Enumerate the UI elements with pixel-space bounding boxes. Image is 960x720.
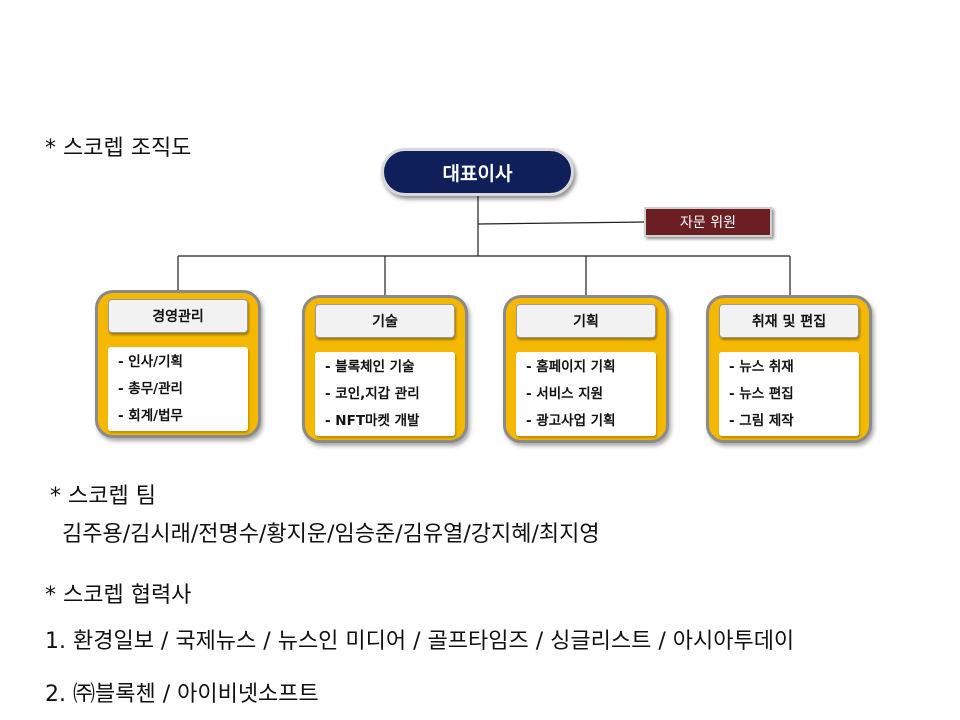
- department-duty: - 광고사업 기획: [526, 413, 616, 429]
- department-card-editorial: 취재 및 편집 - 뉴스 취재 - 뉴스 편집 - 그림 제작: [706, 295, 872, 443]
- department-duty: - 블록체인 기술: [325, 359, 415, 375]
- department-duty-list: - 뉴스 취재 - 뉴스 편집 - 그림 제작: [719, 352, 859, 436]
- department-duty-list: - 인사/기획 - 총무/관리 - 회계/법무: [108, 347, 248, 431]
- department-title: 기술: [315, 304, 455, 338]
- department-duty-list: - 블록체인 기술 - 코인,지갑 관리 - NFT마켓 개발: [315, 352, 455, 436]
- org-chart-heading: * 스코렙 조직도: [45, 136, 192, 161]
- ceo-box: 대표이사: [381, 148, 574, 196]
- department-duty: - NFT마켓 개발: [325, 413, 420, 429]
- department-title: 취재 및 편집: [719, 304, 859, 338]
- department-card-planning: 기획 - 홈페이지 기획 - 서비스 지원 - 광고사업 기획: [503, 295, 669, 443]
- partners-heading: * 스코렙 협력사: [45, 583, 192, 608]
- partners-line-1: 1. 환경일보 / 국제뉴스 / 뉴스인 미디어 / 골프타임즈 / 싱글리스트…: [45, 629, 795, 654]
- department-title: 경영관리: [108, 299, 248, 333]
- department-duty: - 인사/기획: [118, 354, 183, 370]
- department-title: 기획: [516, 304, 656, 338]
- department-duty: - 총무/관리: [118, 381, 183, 397]
- partners-line-2: 2. ㈜블록첸 / 아이비넷소프트: [45, 682, 319, 707]
- department-card-management: 경영관리 - 인사/기획 - 총무/관리 - 회계/법무: [95, 290, 261, 438]
- department-duty: - 그림 제작: [729, 413, 794, 429]
- team-members-text: 김주용/김시래/전명수/황지운/임승준/김유열/강지혜/최지영: [62, 522, 600, 547]
- advisor-box: 자문 위원: [644, 207, 772, 237]
- department-duty: - 홈페이지 기획: [526, 359, 616, 375]
- team-heading: * 스코렙 팀: [50, 484, 156, 509]
- department-duty: - 회계/법무: [118, 408, 183, 424]
- department-card-technology: 기술 - 블록체인 기술 - 코인,지갑 관리 - NFT마켓 개발: [302, 295, 468, 443]
- advisor-connector-line: [477, 221, 645, 225]
- department-duty: - 뉴스 편집: [729, 386, 794, 402]
- department-duty: - 뉴스 취재: [729, 359, 794, 375]
- department-duty-list: - 홈페이지 기획 - 서비스 지원 - 광고사업 기획: [516, 352, 656, 436]
- department-duty: - 코인,지갑 관리: [325, 386, 420, 402]
- department-duty: - 서비스 지원: [526, 386, 604, 402]
